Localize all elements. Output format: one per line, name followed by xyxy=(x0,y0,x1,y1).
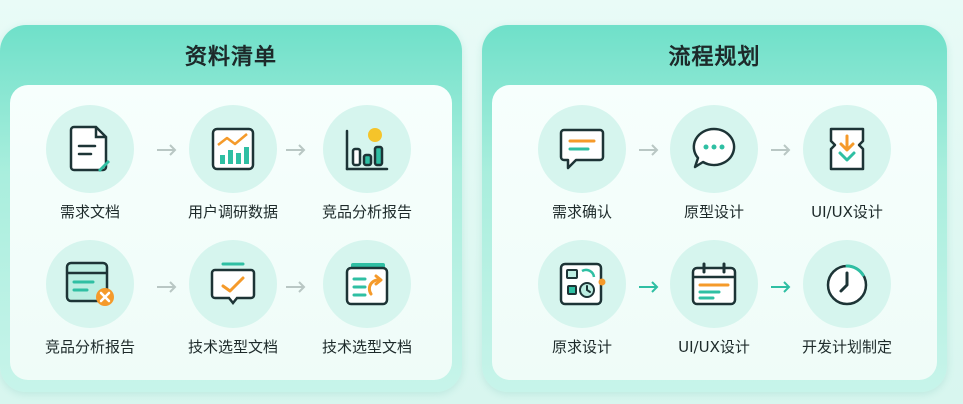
item-label: 需求文档 xyxy=(59,203,120,221)
clock-icon xyxy=(826,264,868,306)
resource-list-body: 需求文档 用户调研数据 xyxy=(10,85,452,380)
arrow-right-icon xyxy=(286,281,306,293)
process-plan-body: 需求确认 原型设计 xyxy=(492,85,937,380)
process-step-ui-ux-design-2[interactable]: UI/UX设计 xyxy=(649,240,779,357)
resource-list-panel: 资料清单 需求文档 xyxy=(0,25,462,392)
process-step-prototype[interactable]: 原求设计 xyxy=(517,240,647,357)
arrow-right-icon xyxy=(771,144,791,156)
item-label: 技术选型文档 xyxy=(321,338,412,356)
arrow-right-icon xyxy=(639,144,659,156)
item-label: UI/UX设计 xyxy=(811,203,883,221)
item-label: 竞品分析报告 xyxy=(44,338,135,356)
bar-chart-icon xyxy=(345,128,389,171)
chat-bubble-icon xyxy=(692,127,736,169)
process-step-requirement-confirm[interactable]: 需求确认 xyxy=(517,105,647,222)
panel-title-resources: 资料清单 xyxy=(184,45,277,70)
icon-circle xyxy=(803,240,891,328)
item-label: 竞品分析报告 xyxy=(321,203,412,221)
arrow-right-icon xyxy=(639,281,659,293)
prototype-icon xyxy=(559,262,606,306)
process-step-ui-ux-design[interactable]: UI/UX设计 xyxy=(782,105,912,222)
icon-circle xyxy=(670,105,758,193)
panel-title-process: 流程规划 xyxy=(668,45,761,70)
document-icon xyxy=(69,125,110,172)
download-code-icon xyxy=(829,127,865,171)
process-step-dev-plan[interactable]: 开发计划制定 xyxy=(782,240,912,357)
item-label: 原型设计 xyxy=(683,203,744,221)
refresh-list-icon xyxy=(345,263,389,306)
arrow-right-icon xyxy=(771,281,791,293)
item-label: 技术选型文档 xyxy=(187,338,278,356)
icon-circle xyxy=(189,105,277,193)
calendar-icon xyxy=(691,262,737,306)
icon-circle xyxy=(538,105,626,193)
icon-circle xyxy=(189,240,277,328)
item-label: 需求确认 xyxy=(551,203,612,221)
process-step-prototype-design[interactable]: 原型设计 xyxy=(649,105,779,222)
check-card-icon xyxy=(210,262,256,306)
item-label: 开发计划制定 xyxy=(801,338,892,356)
resource-item-requirements-doc[interactable]: 需求文档 xyxy=(25,105,155,222)
icon-circle xyxy=(323,240,411,328)
resource-item-tech-selection[interactable]: 技术选型文档 xyxy=(168,240,298,357)
icon-circle xyxy=(323,105,411,193)
arrow-right-icon xyxy=(157,144,177,156)
report-card-icon xyxy=(65,261,114,306)
icon-circle xyxy=(46,240,134,328)
item-label: 用户调研数据 xyxy=(187,203,278,221)
icon-circle xyxy=(803,105,891,193)
resource-item-user-research[interactable]: 用户调研数据 xyxy=(168,105,298,222)
message-icon xyxy=(559,128,605,170)
arrow-right-icon xyxy=(286,144,306,156)
resource-item-competitor-report[interactable]: 竞品分析报告 xyxy=(302,105,432,222)
resource-item-competitor-report-2[interactable]: 竞品分析报告 xyxy=(25,240,155,357)
icon-circle xyxy=(46,105,134,193)
icon-circle xyxy=(538,240,626,328)
item-label: UI/UX设计 xyxy=(678,338,750,356)
line-chart-icon xyxy=(211,127,255,171)
item-label: 原求设计 xyxy=(551,338,612,356)
resource-item-tech-selection-2[interactable]: 技术选型文档 xyxy=(302,240,432,357)
process-plan-panel: 流程规划 需求确认 xyxy=(482,25,947,392)
arrow-right-icon xyxy=(157,281,177,293)
icon-circle xyxy=(670,240,758,328)
